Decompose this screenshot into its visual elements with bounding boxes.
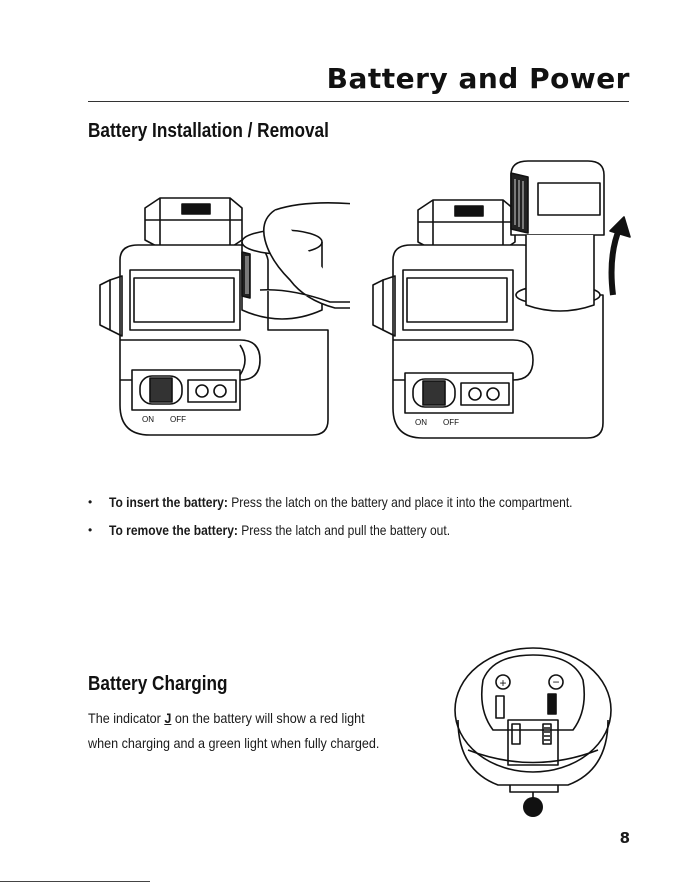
bullet-dot-icon: • bbox=[88, 523, 93, 537]
bullet-remove-text: Press the latch and pull the battery out… bbox=[237, 522, 451, 538]
bullet-dot-icon: • bbox=[88, 495, 93, 509]
terminal-plus-icon: + bbox=[499, 676, 506, 690]
list-item-insert: • To insert the battery: Press the latch… bbox=[88, 492, 648, 520]
switch-label-on: ON bbox=[142, 415, 154, 424]
page-number: 8 bbox=[619, 829, 630, 847]
charging-text-3: when charging and a green light when ful… bbox=[88, 735, 380, 751]
battery-bottom-illustration: + − bbox=[454, 647, 612, 817]
bullet-insert-text: Press the latch on the battery and place… bbox=[227, 494, 573, 510]
battery-remove-illustration: ON OFF bbox=[372, 160, 631, 439]
header-divider bbox=[88, 101, 629, 102]
switch-label-off: OFF bbox=[170, 415, 186, 424]
switch-label-off-2: OFF bbox=[443, 418, 459, 427]
indicator-letter: J bbox=[164, 710, 172, 726]
page-header-title: Battery and Power bbox=[326, 62, 630, 95]
installation-heading: Battery Installation / Removal bbox=[88, 120, 329, 142]
battery-insert-illustration: ON OFF bbox=[99, 197, 350, 436]
charging-heading: Battery Charging bbox=[88, 673, 228, 695]
footer-rule bbox=[0, 881, 150, 882]
indicator-light-icon bbox=[523, 797, 543, 817]
instruction-list: • To insert the battery: Press the latch… bbox=[88, 492, 648, 548]
bullet-remove-label: To remove the battery: bbox=[109, 522, 238, 538]
switch-label-on-2: ON bbox=[415, 418, 427, 427]
bullet-insert-label: To insert the battery: bbox=[109, 494, 228, 510]
list-item-remove: • To remove the battery: Press the latch… bbox=[88, 520, 648, 548]
charging-text-2: on the battery will show a red light bbox=[171, 710, 365, 726]
terminal-minus-icon: − bbox=[552, 675, 559, 689]
charging-text-1: The indicator bbox=[88, 710, 165, 726]
charging-paragraph: The indicator J on the battery will show… bbox=[88, 706, 394, 756]
